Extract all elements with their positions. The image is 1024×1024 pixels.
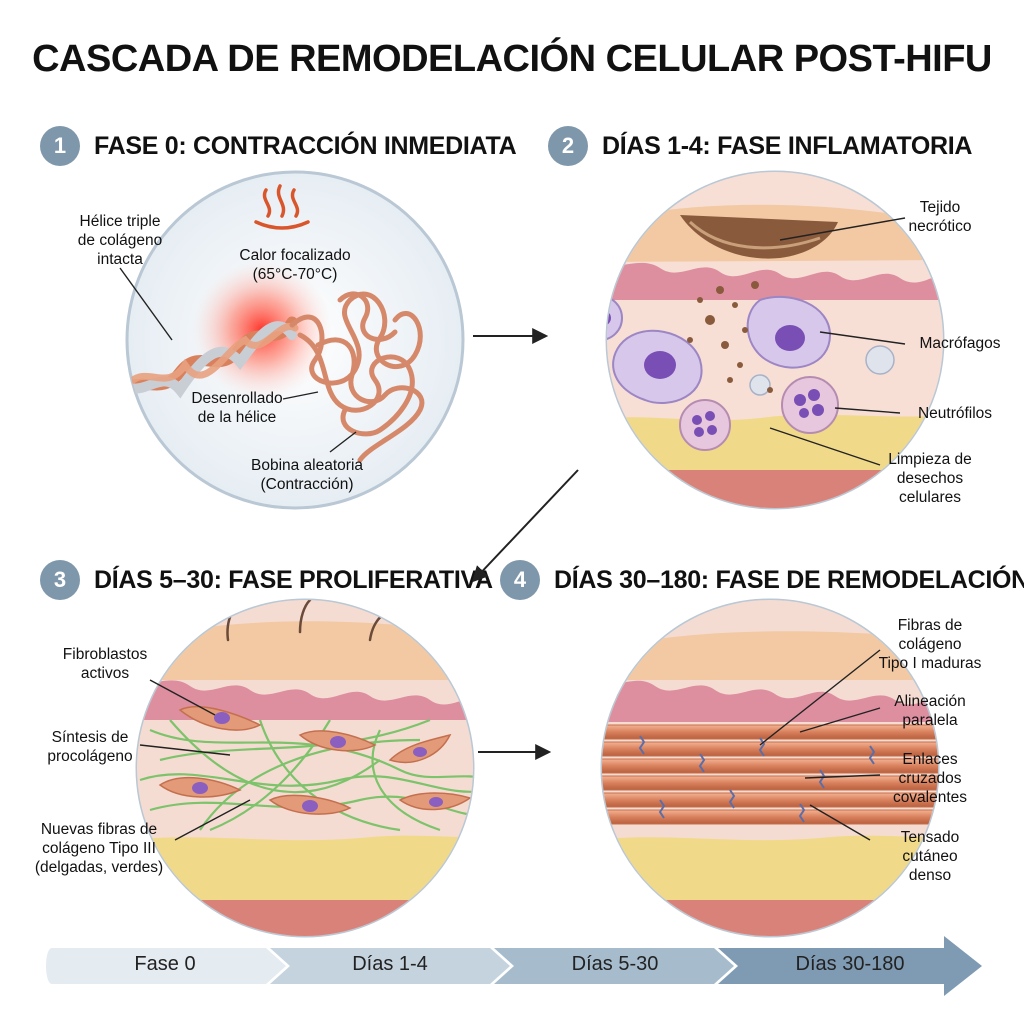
label-fibroblasts: Fibroblastos activos — [62, 646, 148, 682]
phase-4-title: DÍAS 30–180: FASE DE REMODELACIÓN — [554, 565, 1024, 594]
phase-2-heading: 2 DÍAS 1-4: FASE INFLAMATORIA — [548, 126, 972, 166]
timeline-segment-1 — [46, 948, 286, 984]
label-macrophages: Macrófagos — [919, 335, 1001, 352]
phase-1-badge: 1 — [40, 126, 80, 166]
fibroblast-cell — [298, 730, 377, 752]
label-procollagen: Síntesis de procolágeno — [47, 729, 133, 765]
type1-collagen-fibers — [602, 724, 938, 825]
crosslinks — [638, 735, 876, 823]
label-skin-tightening: Tensado cutáneo denso — [900, 829, 960, 884]
label-neutrophils: Neutrófilos — [917, 405, 993, 422]
phase-2-title: DÍAS 1-4: FASE INFLAMATORIA — [602, 131, 973, 160]
phase-2-illustration — [605, 170, 945, 510]
macrophage-cell — [612, 329, 703, 405]
fibroblast-cell — [398, 792, 472, 811]
phase-4-illustration — [600, 598, 940, 938]
neutrophil-cell — [679, 399, 731, 451]
timeline-label-2: Días 1-4 — [352, 953, 428, 975]
phase-3-heading: 3 DÍAS 5–30: FASE PROLIFERATIVA — [40, 560, 493, 600]
timeline-label-4: Días 30-180 — [795, 953, 905, 975]
label-collagen-helix: Hélice triple de colágeno intacta — [77, 213, 163, 268]
label-heat: Calor focalizado (65°C-70°C) — [239, 247, 351, 283]
phase-3-badge: 3 — [40, 560, 80, 600]
label-type1-fibers: Fibras de colágeno Tipo I maduras — [878, 617, 982, 672]
timeline-segment-2 — [270, 948, 510, 984]
phase-1-heading: 1 FASE 0: CONTRACCIÓN INMEDIATA — [40, 126, 517, 166]
phase-3-illustration — [135, 598, 475, 938]
type3-collagen-fibers — [139, 718, 473, 832]
phase-2-badge: 2 — [548, 126, 588, 166]
cell-debris — [687, 281, 773, 393]
timeline-segment-3 — [494, 948, 734, 984]
label-type3-fibers: Nuevas fibras de colágeno Tipo III (delg… — [34, 821, 164, 876]
label-random-coil: Bobina aleatoria (Contracción) — [250, 457, 364, 493]
page-title: CASCADA DE REMODELACIÓN CELULAR POST-HIF… — [32, 38, 992, 80]
heat-icon — [254, 184, 310, 230]
label-parallel-alignment: Alineación paralela — [894, 693, 966, 729]
timeline-bar — [46, 936, 982, 996]
flow-arrows — [471, 328, 579, 760]
phase-3-title: DÍAS 5–30: FASE PROLIFERATIVA — [94, 565, 493, 594]
neutrophil-cell — [781, 376, 839, 434]
macrophage-cell — [607, 295, 623, 341]
fibroblast-cell — [268, 794, 352, 815]
phase-4-badge: 4 — [500, 560, 540, 600]
label-crosslinks: Enlaces cruzados covalentes — [892, 751, 968, 806]
phase-1-title: FASE 0: CONTRACCIÓN INMEDIATA — [94, 131, 517, 160]
timeline-label-3: Días 5-30 — [571, 953, 659, 975]
label-necrotic-tissue: Tejido necrótico — [908, 199, 972, 235]
timeline-segment-4 — [718, 936, 982, 996]
fibroblast-cell — [388, 733, 452, 764]
fibroblast-cell — [158, 776, 242, 798]
phase-1-illustration — [119, 170, 465, 510]
timeline-label-1: Fase 0 — [134, 953, 196, 975]
fibroblast-cell — [178, 706, 262, 731]
label-unwind: Desenrollado de la hélice — [191, 390, 283, 426]
label-debris-cleanup: Limpieza de desechos celulares — [888, 451, 972, 506]
random-coil — [289, 291, 425, 463]
macrophage-cell — [746, 295, 832, 369]
phase-4-heading: 4 DÍAS 30–180: FASE DE REMODELACIÓN — [500, 560, 1024, 600]
collagen-triple-helix — [127, 316, 299, 401]
